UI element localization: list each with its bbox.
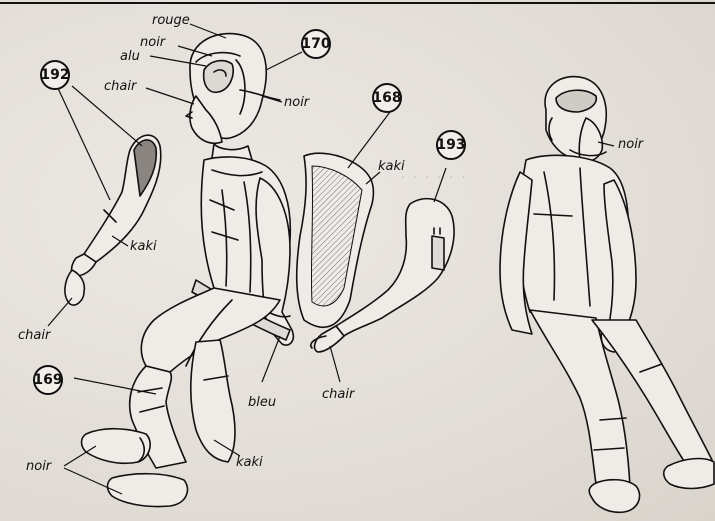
label-bleu: bleu [248, 396, 276, 409]
left-pilot-figure [82, 34, 294, 507]
label-chair-hand-right: chair [322, 388, 354, 401]
label-noir-top: noir [140, 36, 165, 49]
label-kaki-chute: kaki [378, 160, 405, 173]
label-noir-boots: noir [26, 460, 51, 473]
right-pilot-figure [500, 77, 714, 513]
callout-169: 169 [33, 365, 63, 395]
label-kaki-legs: kaki [236, 456, 263, 469]
callout-170: 170 [301, 29, 331, 59]
label-chair-hand-left: chair [18, 329, 50, 342]
callout-193: 193 [436, 130, 466, 160]
label-noir-right-figure: noir [618, 138, 643, 151]
callout-168: 168 [372, 83, 402, 113]
part-168-pack [297, 153, 374, 327]
part-192-arm [65, 135, 161, 305]
label-chair-head: chair [104, 80, 136, 93]
label-alu: alu [120, 50, 140, 63]
callout-192: 192 [40, 60, 70, 90]
label-rouge: rouge [152, 14, 190, 27]
label-noir-helmet: noir [284, 96, 309, 109]
boot-left [82, 429, 151, 464]
boot-right [108, 474, 188, 507]
label-kaki-arm: kaki [130, 240, 157, 253]
